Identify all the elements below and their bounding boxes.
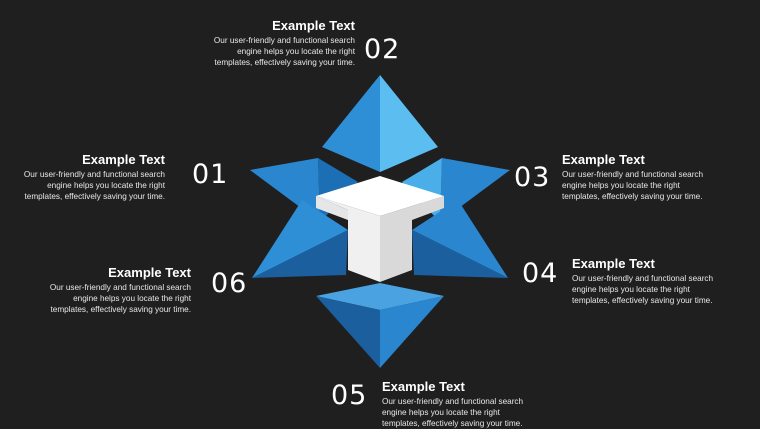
item-03-block: Example Text Our user-friendly and funct…	[562, 152, 752, 202]
pyramid-lower-left-outer	[252, 200, 348, 278]
item-01-block: Example Text Our user-friendly and funct…	[0, 152, 165, 202]
item-05-desc-line2: engine helps you locate the right	[382, 408, 500, 417]
item-03-title: Example Text	[562, 152, 645, 167]
item-04-desc-line3: templates, effectively saving your time.	[572, 296, 713, 305]
item-05-title: Example Text	[382, 379, 465, 394]
item-04-desc: Our user-friendly and functional search …	[572, 273, 757, 306]
item-02-desc-line1: Our user-friendly and functional search	[213, 36, 355, 45]
item-06-title: Example Text	[108, 265, 191, 280]
pyramid-top-left-face	[322, 75, 380, 172]
item-03-desc-line3: templates, effectively saving your time.	[562, 192, 703, 201]
item-06-desc-line3: templates, effectively saving your time.	[50, 305, 191, 314]
item-01-desc: Our user-friendly and functional search …	[0, 169, 165, 202]
item-06-desc-line2: engine helps you locate the right	[73, 294, 191, 303]
pyramid-top-right-face	[380, 75, 438, 172]
item-03-desc-line2: engine helps you locate the right	[562, 181, 680, 190]
item-06-desc: Our user-friendly and functional search …	[26, 282, 191, 315]
item-01-desc-line3: templates, effectively saving your time.	[24, 192, 165, 201]
pyramid-lower-right-inner	[412, 230, 508, 278]
pyramid-lower-right-outer	[412, 200, 508, 278]
item-05-desc-line3: templates, effectively saving your time.	[382, 419, 523, 428]
item-02-block: Example Text Our user-friendly and funct…	[190, 18, 355, 68]
item-04-block: Example Text Our user-friendly and funct…	[572, 256, 757, 306]
item-03-desc: Our user-friendly and functional search …	[562, 169, 752, 202]
item-05-desc-line1: Our user-friendly and functional search	[382, 397, 524, 406]
item-05-desc: Our user-friendly and functional search …	[382, 396, 572, 429]
cube-left-face	[316, 196, 380, 282]
item-04-number: 04	[522, 258, 559, 289]
item-02-title: Example Text	[272, 18, 355, 33]
pyramid-bottom-right-face	[380, 296, 444, 368]
pyramid-lower-left-inner	[252, 230, 348, 278]
item-05-number: 05	[331, 380, 368, 411]
cube-t-notch-left	[316, 196, 348, 220]
cube-right-face	[380, 196, 444, 282]
item-05-block: Example Text Our user-friendly and funct…	[382, 379, 572, 429]
item-03-desc-line1: Our user-friendly and functional search	[562, 170, 704, 179]
item-06-number: 06	[211, 268, 248, 299]
item-02-desc-line2: engine helps you locate the right	[237, 47, 355, 56]
item-04-title: Example Text	[572, 256, 655, 271]
item-06-block: Example Text Our user-friendly and funct…	[26, 265, 191, 315]
pyramid-bottom-left-face	[316, 296, 380, 368]
item-01-desc-line2: engine helps you locate the right	[47, 181, 165, 190]
item-04-desc-line2: engine helps you locate the right	[572, 285, 690, 294]
item-02-desc-line3: templates, effectively saving your time.	[214, 58, 355, 67]
item-06-desc-line1: Our user-friendly and functional search	[49, 283, 191, 292]
item-01-desc-line1: Our user-friendly and functional search	[23, 170, 165, 179]
pyramid-bottom-top-face	[316, 283, 444, 310]
item-03-number: 03	[514, 162, 551, 193]
item-01-title: Example Text	[82, 152, 165, 167]
item-02-number: 02	[364, 34, 401, 65]
item-02-desc: Our user-friendly and functional search …	[190, 35, 355, 68]
item-01-number: 01	[192, 159, 229, 190]
item-04-desc-line1: Our user-friendly and functional search	[572, 274, 714, 283]
